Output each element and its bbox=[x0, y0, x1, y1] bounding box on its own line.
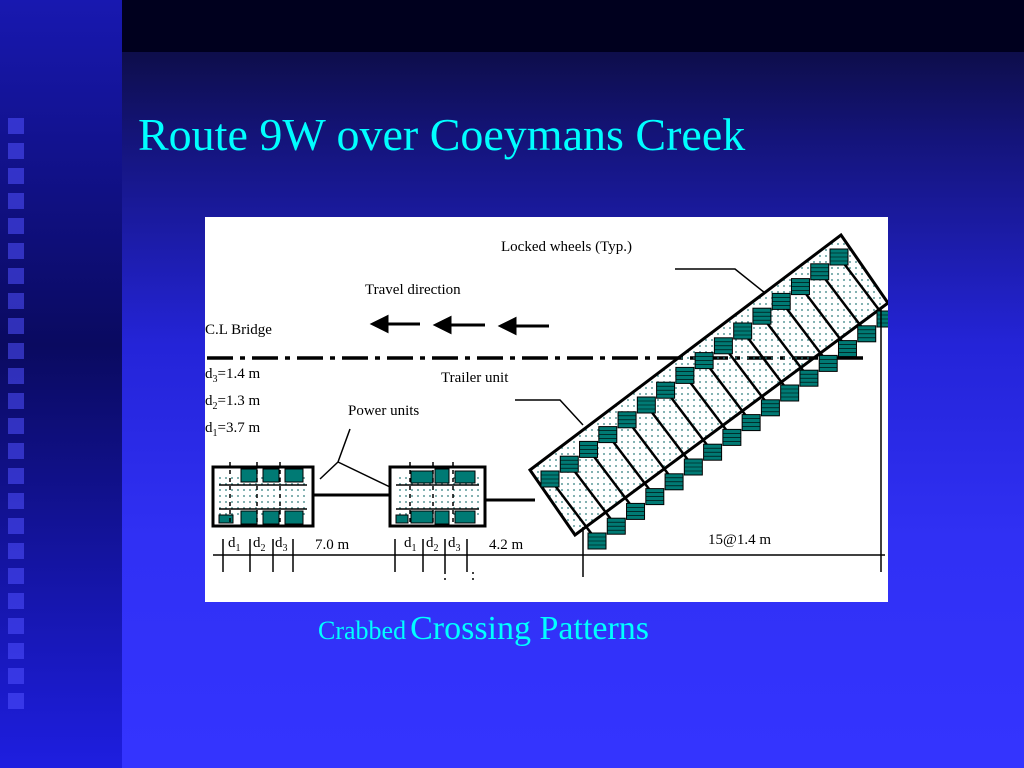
diagram-drawing bbox=[207, 232, 888, 583]
trailer-axle bbox=[741, 330, 791, 394]
trailer-axle bbox=[626, 419, 676, 483]
trailer-axle bbox=[780, 300, 830, 365]
top-band bbox=[122, 0, 1024, 52]
trailer-axle bbox=[549, 478, 598, 542]
trailer-axle bbox=[799, 285, 849, 350]
trailer-axle bbox=[606, 433, 656, 498]
dim-d1-unit1: d1 bbox=[228, 535, 241, 554]
trailer-axle-group bbox=[540, 248, 888, 550]
slide-title: Route 9W over Coeymans Creek bbox=[138, 109, 746, 160]
locked-wheels-label: Locked wheels (Typ.) bbox=[501, 239, 632, 255]
trailer-axle bbox=[587, 448, 637, 513]
trailer-axle bbox=[703, 359, 753, 424]
travel-direction-arrows bbox=[369, 314, 549, 336]
caption-crossing-patterns: Crossing Patterns bbox=[410, 610, 650, 647]
spacing-d2: d2=1.3 m bbox=[205, 393, 261, 412]
slide-caption: Crabbed Crossing Patterns bbox=[318, 610, 649, 648]
dim-d1-unit2: d1 bbox=[404, 535, 417, 554]
trailer-axle bbox=[838, 256, 887, 320]
spacing-d1: d1=3.7 m bbox=[205, 420, 261, 439]
leader-lines bbox=[319, 268, 766, 488]
trailer-axle bbox=[760, 315, 810, 379]
dim-15-at-1-4m: 15@1.4 m bbox=[708, 532, 771, 548]
power-unit-2 bbox=[388, 462, 487, 528]
trailer-axle bbox=[664, 389, 714, 453]
dim-4-2m: 4.2 m bbox=[489, 537, 524, 553]
trailer-axle bbox=[818, 271, 868, 335]
power-unit-1 bbox=[211, 462, 315, 528]
cl-bridge-label: C.L Bridge bbox=[205, 322, 272, 338]
travel-direction-label: Travel direction bbox=[365, 282, 461, 298]
dim-d2-unit1: d2 bbox=[253, 535, 266, 554]
spacing-d3: d3=1.4 m bbox=[205, 366, 261, 385]
dim-d2-unit2: d2 bbox=[426, 535, 439, 554]
trailer-axle bbox=[645, 404, 695, 468]
power-units-label: Power units bbox=[348, 403, 420, 419]
left-decorative-panel bbox=[0, 0, 122, 768]
dim-d3-unit1: d3 bbox=[275, 535, 288, 554]
trailer-unit-label: Trailer unit bbox=[441, 370, 509, 386]
trailer-axle bbox=[722, 345, 772, 409]
dimension-line bbox=[213, 307, 885, 583]
decorative-square-column bbox=[8, 118, 26, 718]
crossing-pattern-diagram: Locked wheels (Typ.) Travel direction C.… bbox=[205, 217, 888, 602]
trailer-axle bbox=[683, 374, 733, 439]
trailer-axle bbox=[568, 463, 618, 527]
dim-7m: 7.0 m bbox=[315, 537, 350, 553]
dim-d3-unit2: d3 bbox=[448, 535, 461, 554]
trailer-unit-body bbox=[527, 232, 888, 538]
caption-crabbed: Crabbed bbox=[318, 616, 407, 645]
